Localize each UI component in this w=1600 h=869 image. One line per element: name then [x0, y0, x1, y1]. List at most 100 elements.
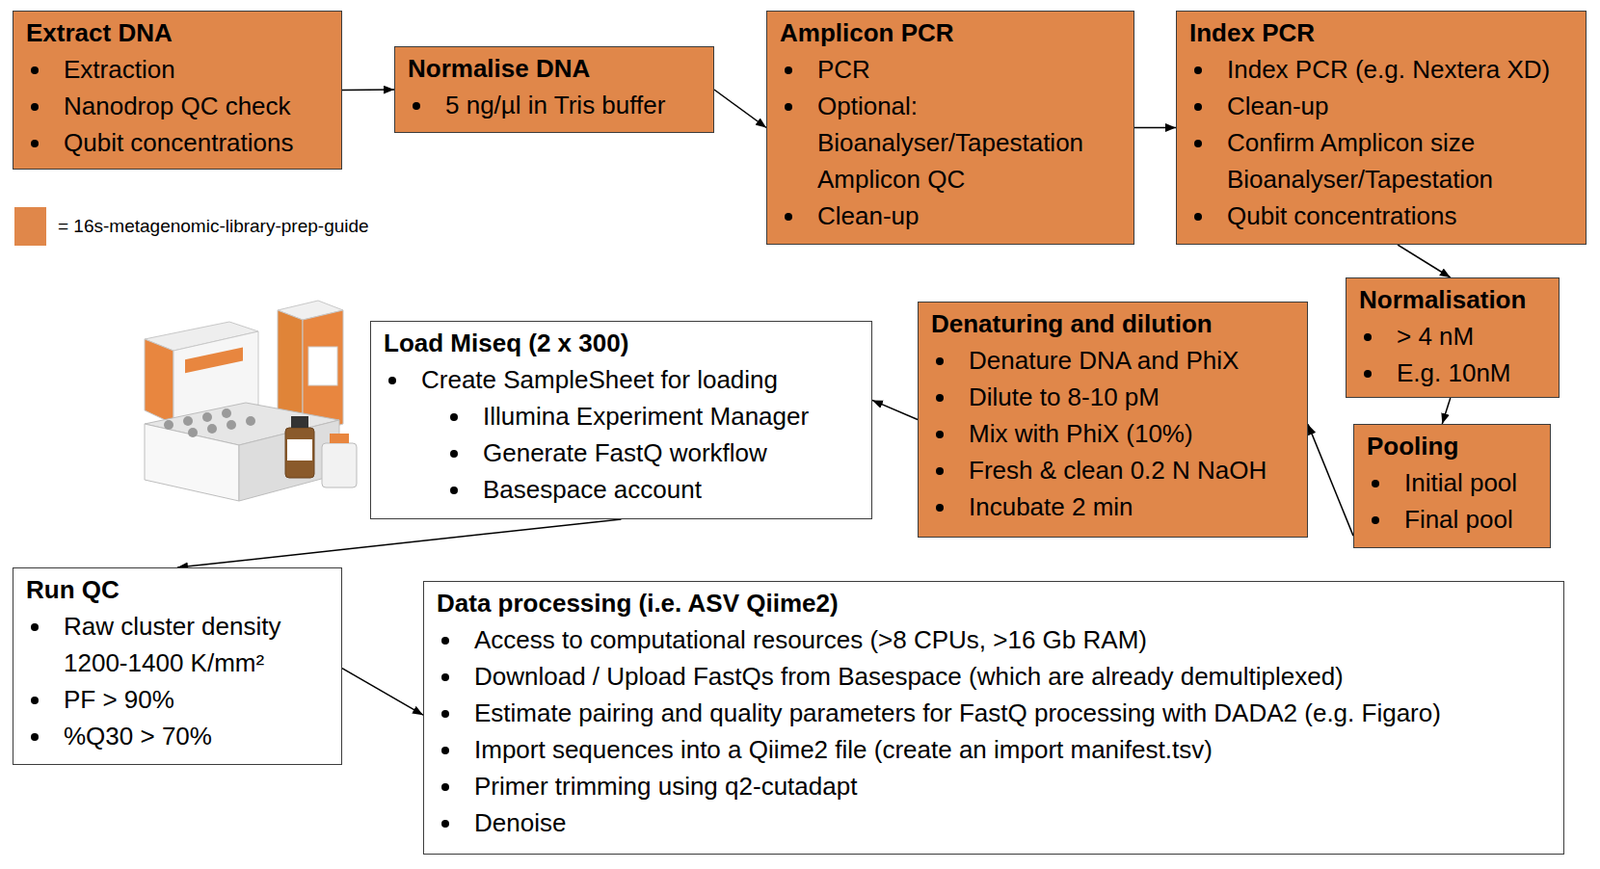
sequencing-kit [144, 300, 357, 502]
bullet-dot [450, 413, 458, 422]
flow-arrow [1307, 424, 1354, 536]
bullet-text: Clean-up [1226, 91, 1330, 121]
bullet-text: Nanodrop QC check [63, 91, 292, 121]
step-box: Data processing (i.e. ASV Qiime2)Access … [423, 581, 1565, 855]
bullet-text: Basespace account [482, 475, 702, 505]
flow-arrow [872, 400, 918, 420]
bullet-dot [450, 450, 458, 458]
bullet-dot [30, 139, 39, 148]
process-box: Amplicon PCRPCROptional: Bioanalyser/Tap… [766, 10, 1135, 245]
tube-cap [183, 416, 193, 427]
bullet-item: 5 ng/µl in Tris buffer [407, 87, 704, 125]
bullet-text: Illumina Experiment Manager [482, 401, 809, 431]
bottle-label [287, 439, 313, 461]
bullet-text: Denature DNA and PhiX [968, 346, 1239, 375]
box-heading: Normalise DNA [407, 51, 704, 88]
tray-front [144, 424, 240, 502]
bullet-text: Qubit concentrations [1226, 201, 1457, 231]
bullet-text: Access to computational resources (>8 CP… [474, 625, 1147, 655]
bullet-dot [784, 103, 793, 111]
bullet-item: Raw cluster density 1200-1400 K/mm² [26, 609, 332, 683]
reagent-bottle [285, 427, 315, 479]
process-box: Extract DNAExtractionNanodrop QC checkQu… [12, 10, 343, 170]
box-heading: Denaturing and dilution [931, 306, 1298, 344]
box-side [144, 339, 174, 425]
bullet-dot [30, 696, 39, 705]
step-box: Load Miseq (2 x 300)Create SampleSheet f… [370, 320, 873, 520]
bullet-item: PCR [779, 52, 1124, 89]
bullet-item: Estimate pairing and quality parameters … [436, 695, 1554, 733]
bullet-item: %Q30 > 70% [26, 719, 332, 756]
bullet-dot [441, 783, 450, 792]
bullet-dot [935, 504, 944, 512]
bullet-text: 5 ng/µl in Tris buffer [445, 90, 666, 120]
bullet-text: Index PCR (e.g. Nextera XD) [1226, 54, 1550, 84]
bullet-item: Extraction [26, 52, 332, 89]
bullet-dot [1371, 516, 1380, 525]
flow-arrow [1397, 244, 1451, 278]
bullet-text: PCR [817, 54, 871, 84]
bullet-item: Qubit concentrations [1189, 198, 1576, 236]
bullet-text: Mix with PhiX (10%) [968, 419, 1194, 449]
bullet-text: Fresh & clean 0.2 N NaOH [968, 455, 1267, 485]
bullet-text: Raw cluster density 1200-1400 K/mm² [63, 612, 281, 678]
process-box: PoolingInitial poolFinal pool [1353, 424, 1551, 549]
box-heading: Run QC [26, 572, 332, 610]
bullet-item: Mix with PhiX (10%) [931, 416, 1298, 454]
bullet-text: Generate FastQ workflow [482, 438, 768, 468]
tube-cap [163, 420, 174, 430]
bullet-item: Index PCR (e.g. Nextera XD) [1189, 52, 1576, 89]
bullet-dot [935, 394, 944, 402]
box-heading: Extract DNA [26, 15, 332, 53]
tube-cap [245, 416, 256, 427]
box-heading: Load Miseq (2 x 300) [383, 325, 862, 363]
bullet-dot [388, 376, 397, 385]
bullet-item: PF > 90% [26, 682, 332, 720]
bottle-cap [291, 416, 309, 428]
bullet-text: Initial pool [1404, 468, 1518, 498]
flow-arrow [177, 519, 622, 568]
tube-cap [226, 420, 237, 430]
bullet-text: E.g. 10nM [1396, 358, 1512, 388]
bullet-text: Qubit concentrations [63, 128, 294, 158]
bullet-item: > 4 nM [1359, 319, 1549, 356]
bullet-dot [784, 66, 793, 75]
bullet-item: Initial pool [1366, 465, 1541, 503]
bullet-text: Incubate 2 min [968, 492, 1134, 522]
bullet-item: Basespace account [445, 472, 862, 509]
bullet-item: Fresh & clean 0.2 N NaOH [931, 453, 1298, 490]
box-heading: Data processing (i.e. ASV Qiime2) [436, 586, 1554, 623]
bullet-text: Dilute to 8-10 pM [968, 382, 1160, 412]
bullet-text: Clean-up [817, 201, 920, 231]
bullet-item: Generate FastQ workflow [445, 435, 862, 473]
flow-arrow [342, 668, 424, 717]
bullet-dot [441, 746, 450, 755]
box-heading: Normalisation [1359, 282, 1549, 320]
bullet-item: Qubit concentrations [26, 125, 332, 162]
bullet-text: Estimate pairing and quality parameters … [474, 698, 1441, 728]
bullet-item: Incubate 2 min [931, 489, 1298, 527]
bullet-dot [1194, 139, 1202, 148]
bullet-item: Nanodrop QC check [26, 88, 332, 126]
legend-swatch [14, 207, 47, 246]
bullet-text: Download / Upload FastQs from Basespace … [474, 662, 1344, 692]
bullet-item: Dilute to 8-10 pM [931, 379, 1298, 417]
bullet-dot [1363, 370, 1372, 378]
tube-cap [221, 408, 232, 419]
bullet-dot [30, 623, 39, 632]
bullet-text: Optional: Bioanalyser/Tapestation Amplic… [817, 91, 1084, 194]
bullet-text: Final pool [1404, 505, 1514, 534]
bullet-dot [30, 733, 39, 742]
bullet-dot [450, 486, 458, 495]
flow-arrow [1134, 127, 1176, 130]
process-box: Normalise DNA5 ng/µl in Tris buffer [394, 46, 715, 134]
bullet-item: Denature DNA and PhiX [931, 343, 1298, 380]
bullet-item: Optional: Bioanalyser/Tapestation Amplic… [779, 88, 1124, 199]
bullet-dot [441, 673, 450, 682]
bullet-dot [935, 357, 944, 366]
bullet-dot [30, 103, 39, 111]
bottle-cap [329, 433, 349, 444]
bullet-text: Denoise [474, 808, 566, 838]
process-box: Normalisation> 4 nME.g. 10nM [1345, 277, 1560, 399]
